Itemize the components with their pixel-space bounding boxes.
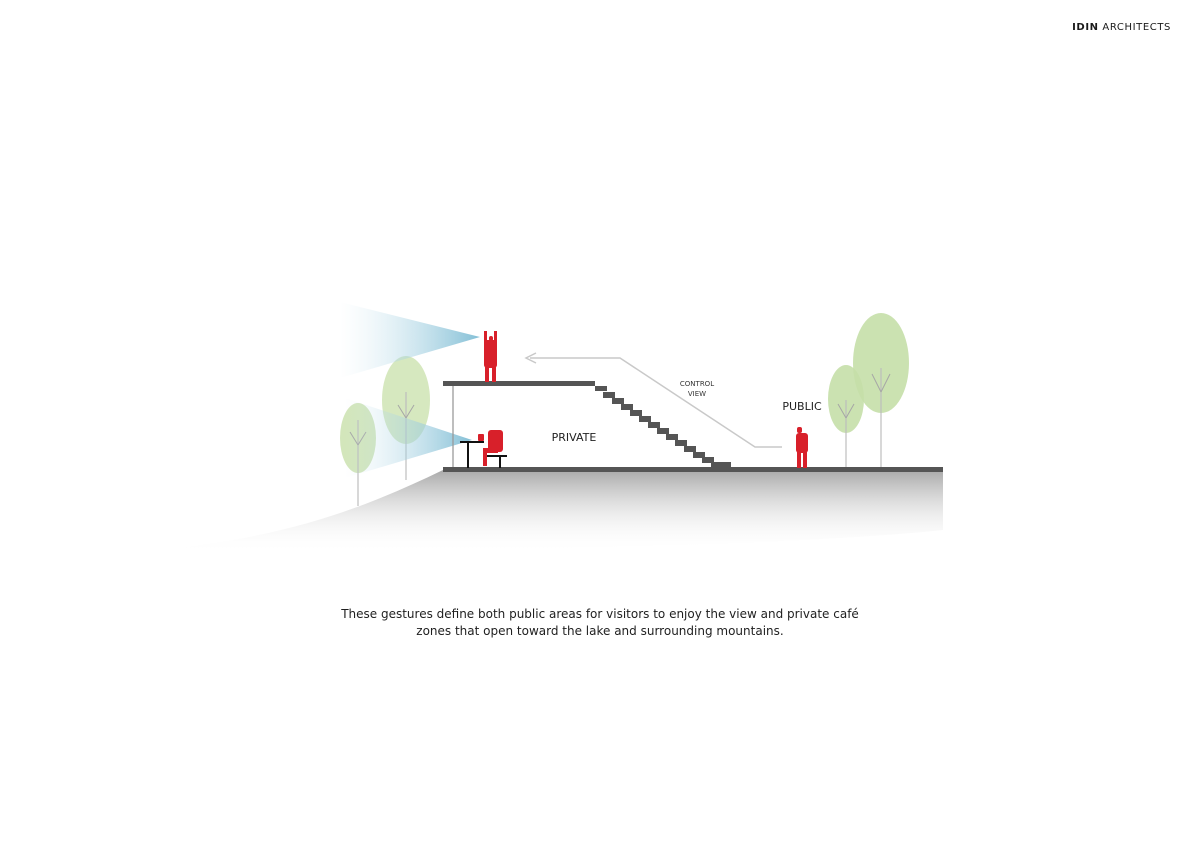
tree-right-large (853, 313, 909, 468)
label-control-view-line2: VIEW (688, 390, 706, 398)
brand-name-bold: IDIN (1072, 22, 1099, 33)
label-public: PUBLIC (782, 400, 822, 413)
figure-seated (478, 430, 503, 466)
brand-logo: IDIN ARCHITECTS (1072, 22, 1171, 33)
cafe-chair (486, 455, 507, 468)
caption: These gestures define both public areas … (300, 606, 900, 640)
stair (595, 386, 731, 468)
control-view-arrow (524, 352, 782, 448)
brand-name-rest: ARCHITECTS (1102, 22, 1171, 33)
ground-slab (443, 467, 943, 472)
hill-shadow (145, 470, 943, 553)
figure-standing-arms-up (484, 331, 497, 382)
view-cone-lower (345, 398, 472, 478)
figure-standing-public (796, 427, 808, 468)
caption-line-2: zones that open toward the lake and surr… (416, 624, 784, 638)
caption-line-1: These gestures define both public areas … (341, 607, 859, 621)
view-cone-upper (340, 302, 480, 378)
roof-slab (443, 381, 595, 386)
tree-right-small (828, 365, 864, 468)
cafe-table (460, 441, 484, 468)
label-control-view-line1: CONTROL (680, 380, 714, 388)
label-private: PRIVATE (552, 431, 597, 444)
